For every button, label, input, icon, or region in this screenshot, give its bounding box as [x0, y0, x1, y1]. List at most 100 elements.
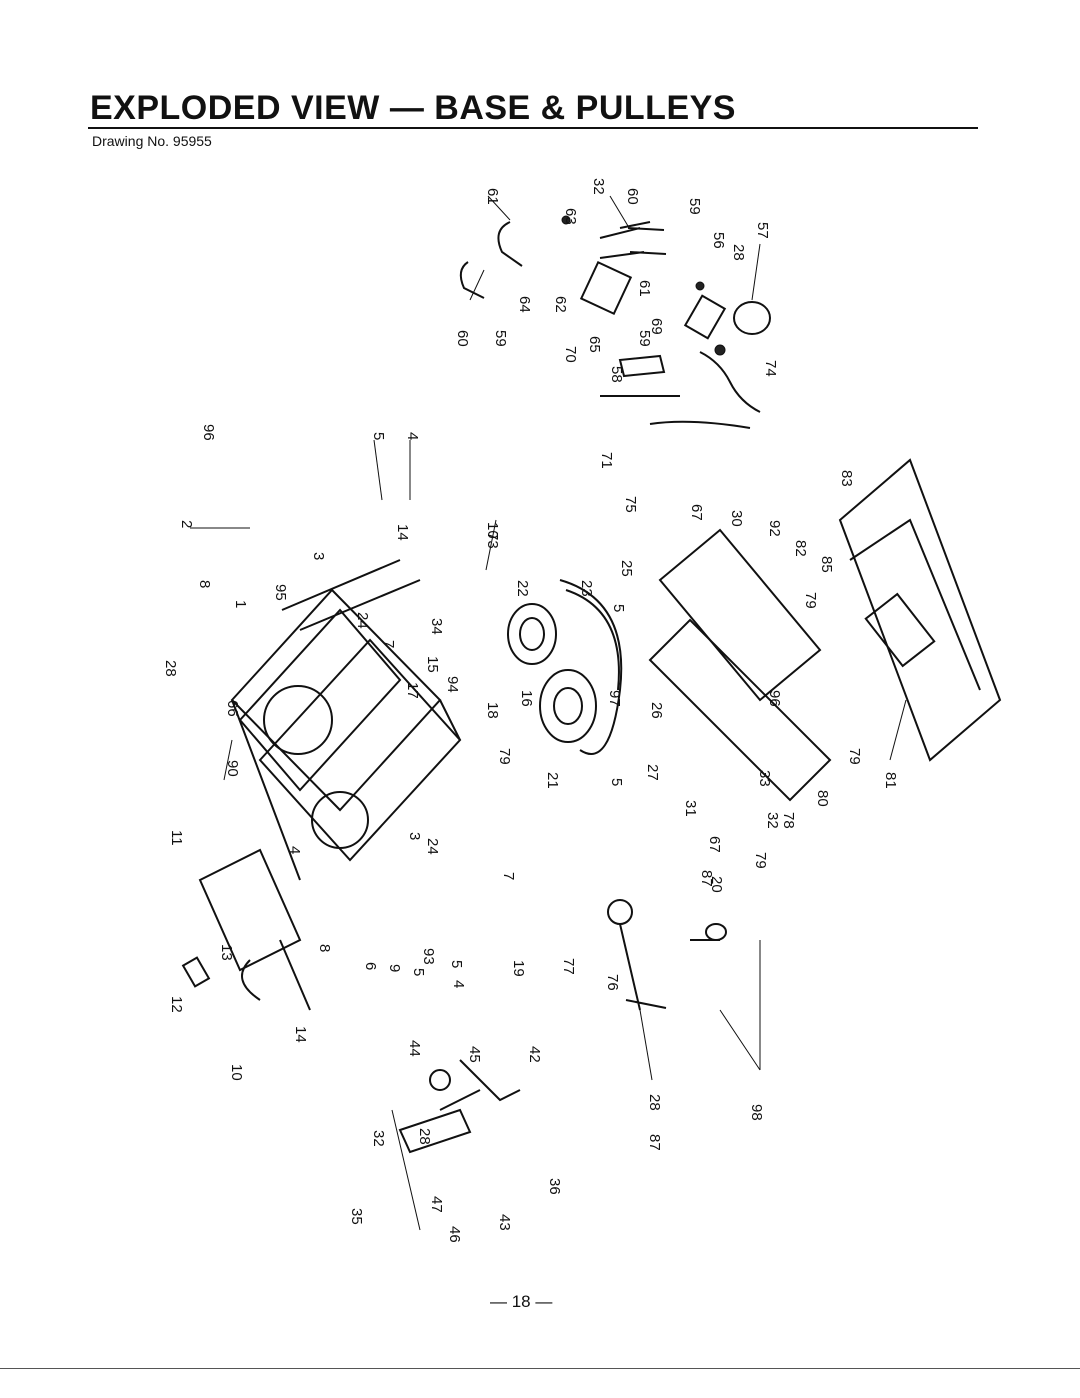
callout-label: 16 — [518, 690, 535, 707]
callout-label: 73 — [484, 532, 501, 549]
callout-label: 3 — [310, 552, 327, 560]
callout-label: 31 — [682, 800, 699, 817]
callout-label: 79 — [496, 748, 513, 765]
lower-linkage — [181, 848, 311, 1011]
callout-label: 32 — [590, 178, 607, 195]
page-title: EXPLODED VIEW — BASE & PULLEYS — [90, 89, 736, 127]
callout-label: 77 — [560, 958, 577, 975]
callout-label: 5 — [410, 968, 427, 976]
callout-label: 70 — [562, 346, 579, 363]
callout-label: 7 — [380, 640, 397, 648]
callout-label: 27 — [644, 764, 661, 781]
callout-label: 8 — [316, 944, 333, 952]
callout-label: 4 — [450, 980, 467, 988]
callout-label: 24 — [354, 612, 371, 629]
callout-label: 12 — [168, 996, 185, 1013]
motor-assembly — [459, 215, 771, 429]
page-number: — 18 — — [490, 1292, 553, 1311]
callout-label: 71 — [598, 452, 615, 469]
callout-label: 67 — [706, 836, 723, 853]
callout-label: 66 — [224, 700, 241, 717]
callout-label: 58 — [608, 366, 625, 383]
base-frame — [230, 559, 462, 881]
callout-label: 36 — [546, 1178, 563, 1195]
callout-label: 59 — [636, 330, 653, 347]
motor-base-plate — [648, 458, 1002, 802]
callout-label: 74 — [762, 360, 779, 377]
bottom-assembly — [398, 1059, 521, 1154]
callout-label: 13 — [218, 944, 235, 961]
callout-label: 6 — [362, 962, 379, 970]
callout-label: 82 — [792, 540, 809, 557]
callout-label: 10 — [228, 1064, 245, 1081]
callout-label: 4 — [404, 432, 421, 440]
callout-label: 57 — [754, 222, 771, 239]
callout-label: 11 — [168, 830, 185, 846]
callout-label: 45 — [466, 1046, 483, 1063]
callout-label: 20 — [708, 876, 725, 893]
callout-label: 28 — [162, 660, 179, 677]
callout-label: 97 — [606, 690, 623, 707]
callout-label: 44 — [406, 1040, 423, 1057]
callout-label: 43 — [496, 1214, 513, 1231]
callout-label: 9 — [386, 964, 403, 972]
callout-label: 32 — [370, 1130, 387, 1147]
callout-label: 90 — [224, 760, 241, 777]
callout-label: 94 — [444, 676, 461, 693]
callout-label: 14 — [394, 524, 411, 541]
callout-label: 4 — [286, 846, 303, 854]
callout-label: 26 — [648, 702, 665, 719]
callout-label: 76 — [604, 974, 621, 991]
callout-label: 79 — [802, 592, 819, 609]
callout-label: 28 — [646, 1094, 663, 1111]
callout-label: 5 — [370, 432, 387, 440]
callout-label: 87 — [698, 870, 715, 887]
callout-label: 32 — [764, 812, 781, 829]
callout-label: 7 — [500, 872, 517, 880]
callout-label: 33 — [756, 770, 773, 787]
callout-label: 63 — [562, 208, 579, 225]
callout-label: 61 — [636, 280, 653, 297]
callout-label: 62 — [552, 296, 569, 313]
callout-label: 95 — [272, 584, 289, 601]
callout-label: 93 — [420, 948, 437, 965]
callout-label: 2 — [178, 520, 195, 528]
callout-label: 92 — [766, 520, 783, 537]
callout-label: 65 — [586, 336, 603, 353]
callout-label: 34 — [428, 618, 445, 635]
callout-label: 22 — [514, 580, 531, 597]
callout-label: 42 — [526, 1046, 543, 1063]
callout-label: 83 — [838, 470, 855, 487]
callout-label: 46 — [446, 1226, 463, 1243]
title-underline — [88, 127, 978, 129]
callout-label: 59 — [492, 330, 509, 347]
callout-label: 30 — [728, 510, 745, 527]
callout-label: 15 — [424, 656, 441, 673]
callout-label: 59 — [686, 198, 703, 215]
callout-label: 80 — [814, 790, 831, 807]
callout-label: 69 — [648, 318, 665, 335]
callout-label: 5 — [610, 604, 627, 612]
callout-label: 28 — [730, 244, 747, 261]
callout-label: 47 — [428, 1196, 445, 1213]
callout-label: 96 — [766, 690, 783, 707]
leader-lines — [190, 195, 907, 1231]
callout-label: 96 — [200, 424, 217, 441]
callout-label: 28 — [416, 1128, 433, 1145]
callout-label: 24 — [424, 838, 441, 855]
callout-label: 25 — [618, 560, 635, 577]
callout-label: 14 — [292, 1026, 309, 1043]
callout-label: 8 — [196, 580, 213, 588]
callout-label: 67 — [688, 504, 705, 521]
callout-label: 21 — [544, 772, 561, 789]
callout-label: 10 — [484, 522, 501, 539]
callout-label: 61 — [484, 188, 501, 205]
callout-label: 5 — [448, 960, 465, 968]
callout-label: 60 — [454, 330, 471, 347]
callout-label: 5 — [608, 778, 625, 786]
callout-label: 17 — [404, 682, 421, 699]
callout-label: 35 — [348, 1208, 365, 1225]
callout-label: 60 — [624, 188, 641, 205]
